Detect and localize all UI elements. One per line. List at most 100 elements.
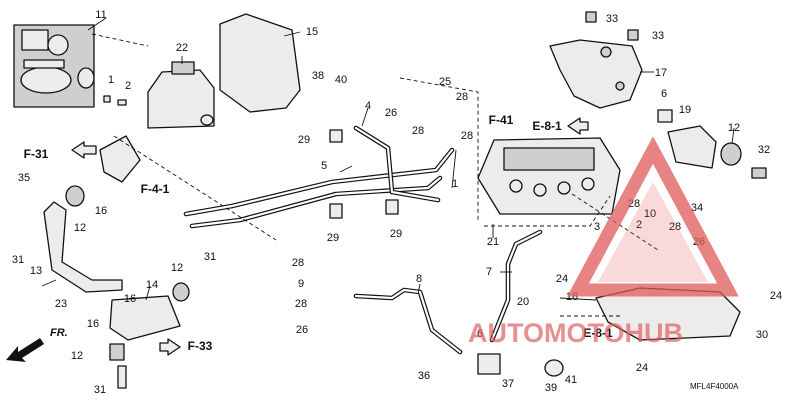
relay-box-grommet xyxy=(200,114,214,126)
ref-f41a: F-4-1 xyxy=(141,182,170,196)
callout-31a: 31 xyxy=(12,254,24,266)
callout-5: 5 xyxy=(321,160,327,172)
callout-7: 7 xyxy=(486,266,492,278)
hydraulic-unit-valve-block xyxy=(503,147,595,171)
callout-28g: 28 xyxy=(295,298,307,310)
callout-26c: 26 xyxy=(296,324,308,336)
hydraulic-port-3 xyxy=(557,181,571,195)
callout-28b: 28 xyxy=(412,125,424,137)
callout-13: 13 xyxy=(30,265,42,277)
hydraulic-unit-part xyxy=(477,137,621,215)
callout-31b: 31 xyxy=(204,251,216,263)
ref-e81b: E-8-1 xyxy=(583,326,613,340)
callout-35: 35 xyxy=(18,172,30,184)
callout-16c: 16 xyxy=(87,318,99,330)
brake-pipe-4-inner xyxy=(354,126,440,202)
callout-17: 17 xyxy=(655,67,667,79)
callout-4: 4 xyxy=(365,100,371,112)
leader-11 xyxy=(87,17,107,31)
leader-4 xyxy=(361,107,369,127)
callout-38: 38 xyxy=(312,70,324,82)
watermark-triangle-icon xyxy=(567,136,739,297)
brake-pipe-8-inner xyxy=(354,288,462,354)
rubber-mount-12b xyxy=(172,282,190,302)
bolt-33a xyxy=(585,11,597,23)
abs-bolt-3 xyxy=(117,99,127,106)
bracket-hole-2 xyxy=(615,81,625,91)
callout-32: 32 xyxy=(758,144,770,156)
callout-36: 36 xyxy=(418,370,430,382)
callout-23: 23 xyxy=(55,298,67,310)
callout-12a: 12 xyxy=(728,122,740,134)
callout-11: 11 xyxy=(95,9,106,21)
callout-20: 20 xyxy=(517,296,529,308)
callout-1: 1 xyxy=(108,74,114,86)
callout-16a: 16 xyxy=(95,205,107,217)
callout-29c: 29 xyxy=(390,228,402,240)
callout-24a: 24 xyxy=(556,273,568,285)
stay-13 xyxy=(43,201,123,293)
callout-34: 34 xyxy=(691,202,703,214)
ref-f33: F-33 xyxy=(188,339,213,353)
callout-2: 2 xyxy=(125,80,131,92)
callout-24c: 24 xyxy=(636,362,648,374)
brake-pipe-8 xyxy=(353,287,463,355)
hydraulic-port-1 xyxy=(509,179,523,193)
callout-21: 21 xyxy=(487,236,499,248)
brake-pipes xyxy=(183,125,543,355)
abs-bolt-2 xyxy=(103,95,111,103)
callout-6b: 6 xyxy=(477,328,483,340)
ref-e81a: E-8-1 xyxy=(532,119,562,133)
leader-5 xyxy=(339,165,353,173)
brake-pipe-5a-inner xyxy=(184,148,454,216)
callout-40: 40 xyxy=(335,74,347,86)
callout-28a: 28 xyxy=(456,91,468,103)
callout-6: 6 xyxy=(661,88,667,100)
callout-15: 15 xyxy=(306,26,318,38)
bracket-plate xyxy=(549,39,643,109)
leader-13 xyxy=(41,279,57,287)
abs-modulator-flange xyxy=(23,59,65,69)
relay-box-body xyxy=(147,69,215,129)
abs-modulator-motor-cap xyxy=(47,34,69,56)
leader-18 xyxy=(559,297,597,301)
callout-12c: 12 xyxy=(171,262,183,274)
leader-1 xyxy=(451,149,457,189)
callout-3: 3 xyxy=(594,221,600,233)
callout-9: 9 xyxy=(298,278,304,290)
callout-39: 39 xyxy=(545,382,557,394)
phantom-line-11 xyxy=(91,33,149,47)
part-39 xyxy=(544,359,564,377)
clamp-29a xyxy=(329,129,343,143)
abs-modulator-top-block xyxy=(21,29,49,51)
brake-pipe-5a xyxy=(183,147,455,217)
brake-pipe-7-inner xyxy=(490,230,542,342)
callout-12b: 12 xyxy=(74,222,86,234)
arrow-e81a xyxy=(567,117,589,135)
ref-f31: F-31 xyxy=(24,147,49,161)
bracket-f31 xyxy=(99,135,141,183)
collar-19 xyxy=(657,109,673,123)
watermark-triangle-fill xyxy=(598,182,708,282)
phantom-line-21-box xyxy=(399,77,479,220)
watermark: AUTOMOTOHUB xyxy=(468,136,739,348)
relay-box-part xyxy=(147,61,215,129)
diagram-code: MFL4F4000A xyxy=(690,382,739,391)
arrow-f33 xyxy=(159,338,181,356)
abs-modulator-end-cap xyxy=(77,67,95,89)
bracket-hole-1 xyxy=(600,46,612,58)
leader-12-right xyxy=(731,127,735,145)
callout-24b: 24 xyxy=(770,290,782,302)
phantom-line-21 xyxy=(484,195,611,227)
callout-12d: 12 xyxy=(71,350,83,362)
callout-10: 10 xyxy=(644,208,656,220)
callout-16b: 16 xyxy=(124,293,136,305)
callout-29b: 29 xyxy=(327,232,339,244)
bolt-31-lower xyxy=(117,365,127,389)
rubber-mount-12 xyxy=(720,142,742,166)
callout-25: 25 xyxy=(439,76,451,88)
callout-19: 19 xyxy=(679,104,691,116)
callout-37: 37 xyxy=(502,378,514,390)
watermark-text: AUTOMOTOHUB xyxy=(468,318,683,348)
